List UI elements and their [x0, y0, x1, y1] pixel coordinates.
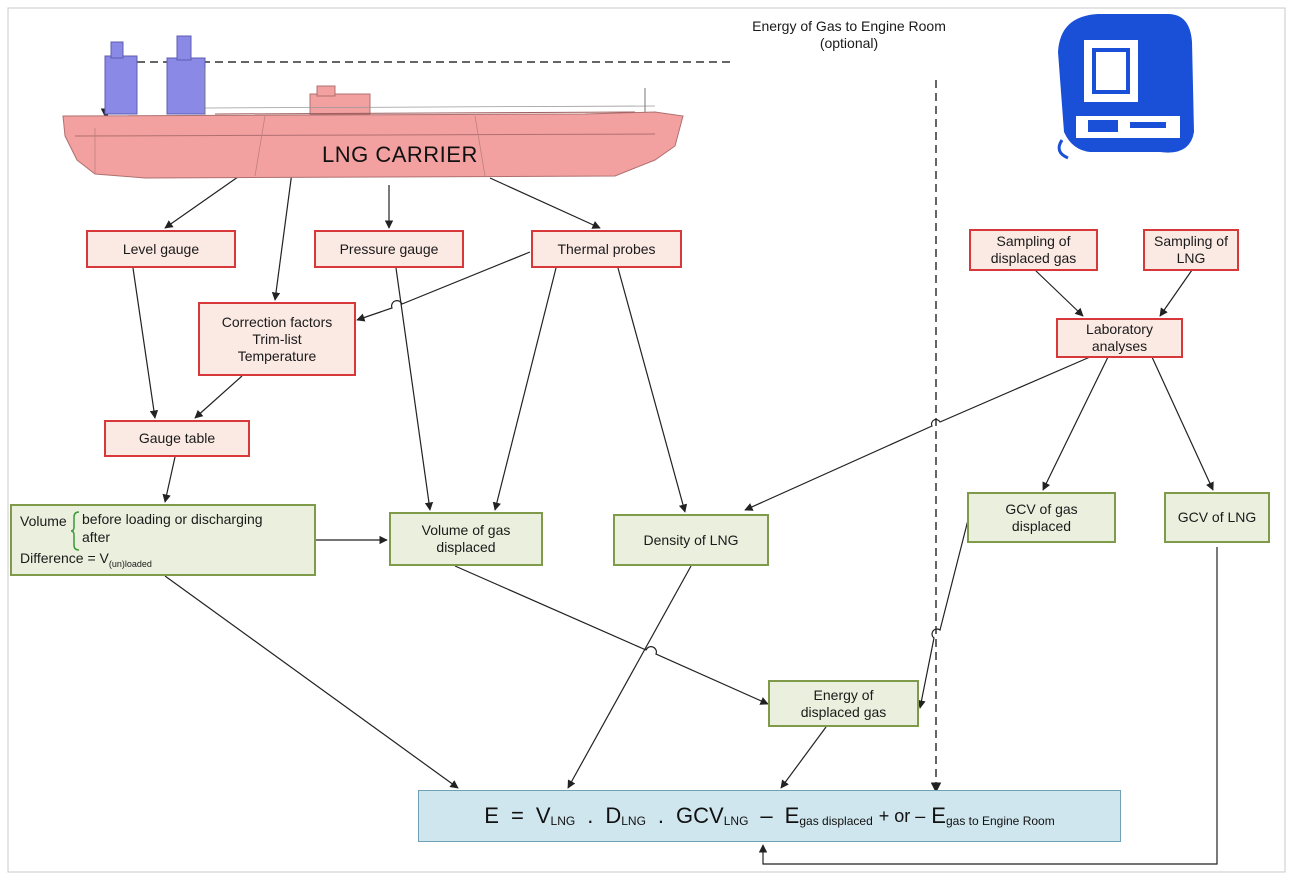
volume-gas-displaced-box: Volume of gas displaced — [389, 512, 543, 566]
thermal-probes-box: Thermal probes — [531, 230, 682, 268]
laboratory-analyses-box: Laboratory analyses — [1056, 318, 1183, 358]
formula-gcv-subscript: LNG — [723, 814, 749, 828]
arrow-volumegas-energy — [454, 565, 769, 705]
arrow-samplinglng-lab — [1159, 269, 1193, 317]
arrow-pressure-volumegas — [395, 267, 434, 511]
difference-subscript: (un)loaded — [108, 558, 152, 569]
computer-icon — [1057, 14, 1194, 160]
formula-plus-or-minus: + or – — [878, 805, 926, 826]
arrow-lab-gcvgas — [1042, 356, 1109, 491]
gcv-lng-box: GCV of LNG — [1164, 492, 1270, 543]
formula-e-engine-room: E — [931, 803, 946, 828]
arrow-ship-level — [164, 171, 246, 229]
arrow-thermal-correction — [356, 251, 531, 322]
arrow-gaugetable-volume — [162, 456, 176, 503]
arrow-gcvgas-energy — [917, 519, 969, 709]
formula-v: V — [535, 803, 551, 828]
gauge-table-box: Gauge table — [104, 420, 250, 457]
volume-difference-label: Difference = V(un)loaded — [20, 550, 152, 569]
ship-label: LNG CARRIER — [322, 142, 478, 167]
arrow-energy-formula — [780, 726, 827, 789]
level-gauge-box: Level gauge — [86, 230, 236, 268]
arrow-thermal-density — [617, 267, 688, 513]
pressure-gauge-box: Pressure gauge — [314, 230, 464, 268]
formula-minus: – — [760, 803, 773, 828]
arrow-density-formula — [567, 565, 692, 789]
formula-e-gas: E — [784, 803, 800, 828]
engine-room-note: Energy of Gas to Engine Room (optional) — [728, 18, 970, 52]
density-lng-box: Density of LNG — [613, 514, 769, 566]
arrow-correction-gaugetable — [194, 375, 243, 419]
formula-d: D — [605, 803, 622, 828]
sampling-lng-box: Sampling of LNG — [1143, 229, 1239, 271]
arrow-thermal-volumegas — [492, 267, 557, 511]
energy-formula: E = V LNG . D LNG . GCV LNG – E gas disp… — [418, 790, 1121, 842]
correction-factors-box: Correction factors Trim-list Temperature — [198, 302, 356, 376]
formula-e: E — [484, 803, 499, 828]
formula-gcv: GCV — [676, 803, 724, 828]
arrow-samplinggas-lab — [1034, 269, 1084, 317]
arrow-level-gaugetable — [132, 267, 159, 419]
volume-box: Volume before loading or discharging aft… — [10, 504, 316, 576]
arrow-gcvlng-formula — [758, 547, 1218, 865]
gcv-gas-displaced-box: GCV of gas displaced — [967, 492, 1116, 543]
formula-equals: = — [510, 803, 524, 828]
volume-label: Volume — [20, 513, 67, 529]
arrow-lab-density — [744, 356, 1091, 511]
engine-room-note-line2: (optional) — [819, 35, 879, 51]
difference-text: Difference = V — [20, 550, 109, 566]
formula-e-engine-room-subscript: gas to Engine Room — [945, 814, 1055, 828]
arrow-ship-thermal — [489, 177, 601, 229]
arrow-volume-formula — [164, 575, 459, 789]
formula-e-gas-subscript: gas displaced — [799, 814, 873, 828]
energy-displaced-gas-box: Energy of displaced gas — [768, 680, 919, 727]
arrow-lab-gcvlng — [1151, 356, 1214, 491]
lng-carrier-ship-icon — [62, 35, 684, 179]
formula-v-subscript: LNG — [550, 814, 576, 828]
brace-icon — [70, 511, 80, 551]
volume-before-label: before loading or discharging — [82, 511, 263, 527]
arrow-ship-correction — [271, 171, 293, 301]
diagram-frame — [7, 7, 1286, 873]
formula-d-subscript: LNG — [621, 814, 646, 828]
sampling-gas-box: Sampling of displaced gas — [969, 229, 1098, 271]
formula-dot-1: . — [587, 803, 594, 828]
volume-after-label: after — [82, 529, 111, 545]
formula-dot-2: . — [657, 803, 665, 828]
engine-room-note-line1: Energy of Gas to Engine Room — [752, 18, 946, 34]
